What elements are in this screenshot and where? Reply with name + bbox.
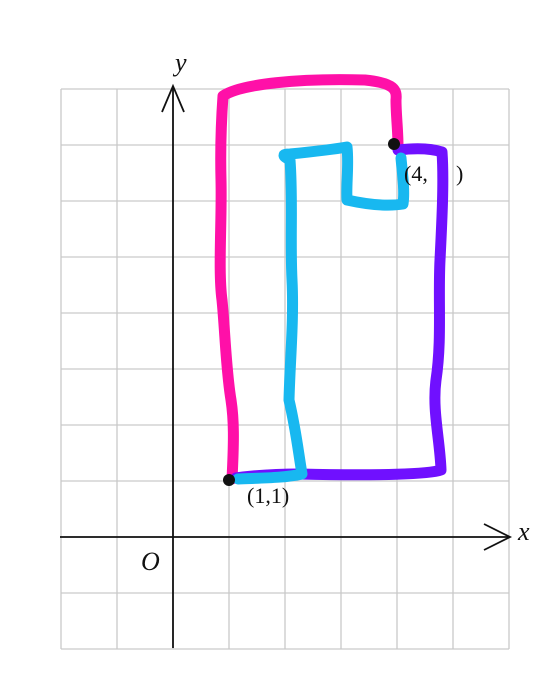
- path-cyan: [232, 141, 410, 485]
- origin-label: O: [141, 547, 160, 576]
- x-axis-label: x: [517, 517, 530, 546]
- x-axis-arrowhead: [483, 523, 513, 551]
- x-axis: [60, 523, 513, 551]
- point-a-marker: [223, 474, 235, 486]
- path-pink: [214, 74, 404, 485]
- y-axis-label: y: [172, 48, 187, 77]
- hand-drawn-paths: [214, 74, 449, 485]
- y-axis-arrowhead: [161, 83, 185, 113]
- y-axis: [161, 83, 185, 648]
- point-b-marker: [388, 138, 400, 150]
- point-b-label: (4,: [404, 161, 428, 186]
- point-a-label: (1,1): [247, 483, 289, 508]
- point-b-label-tail: ): [456, 161, 463, 186]
